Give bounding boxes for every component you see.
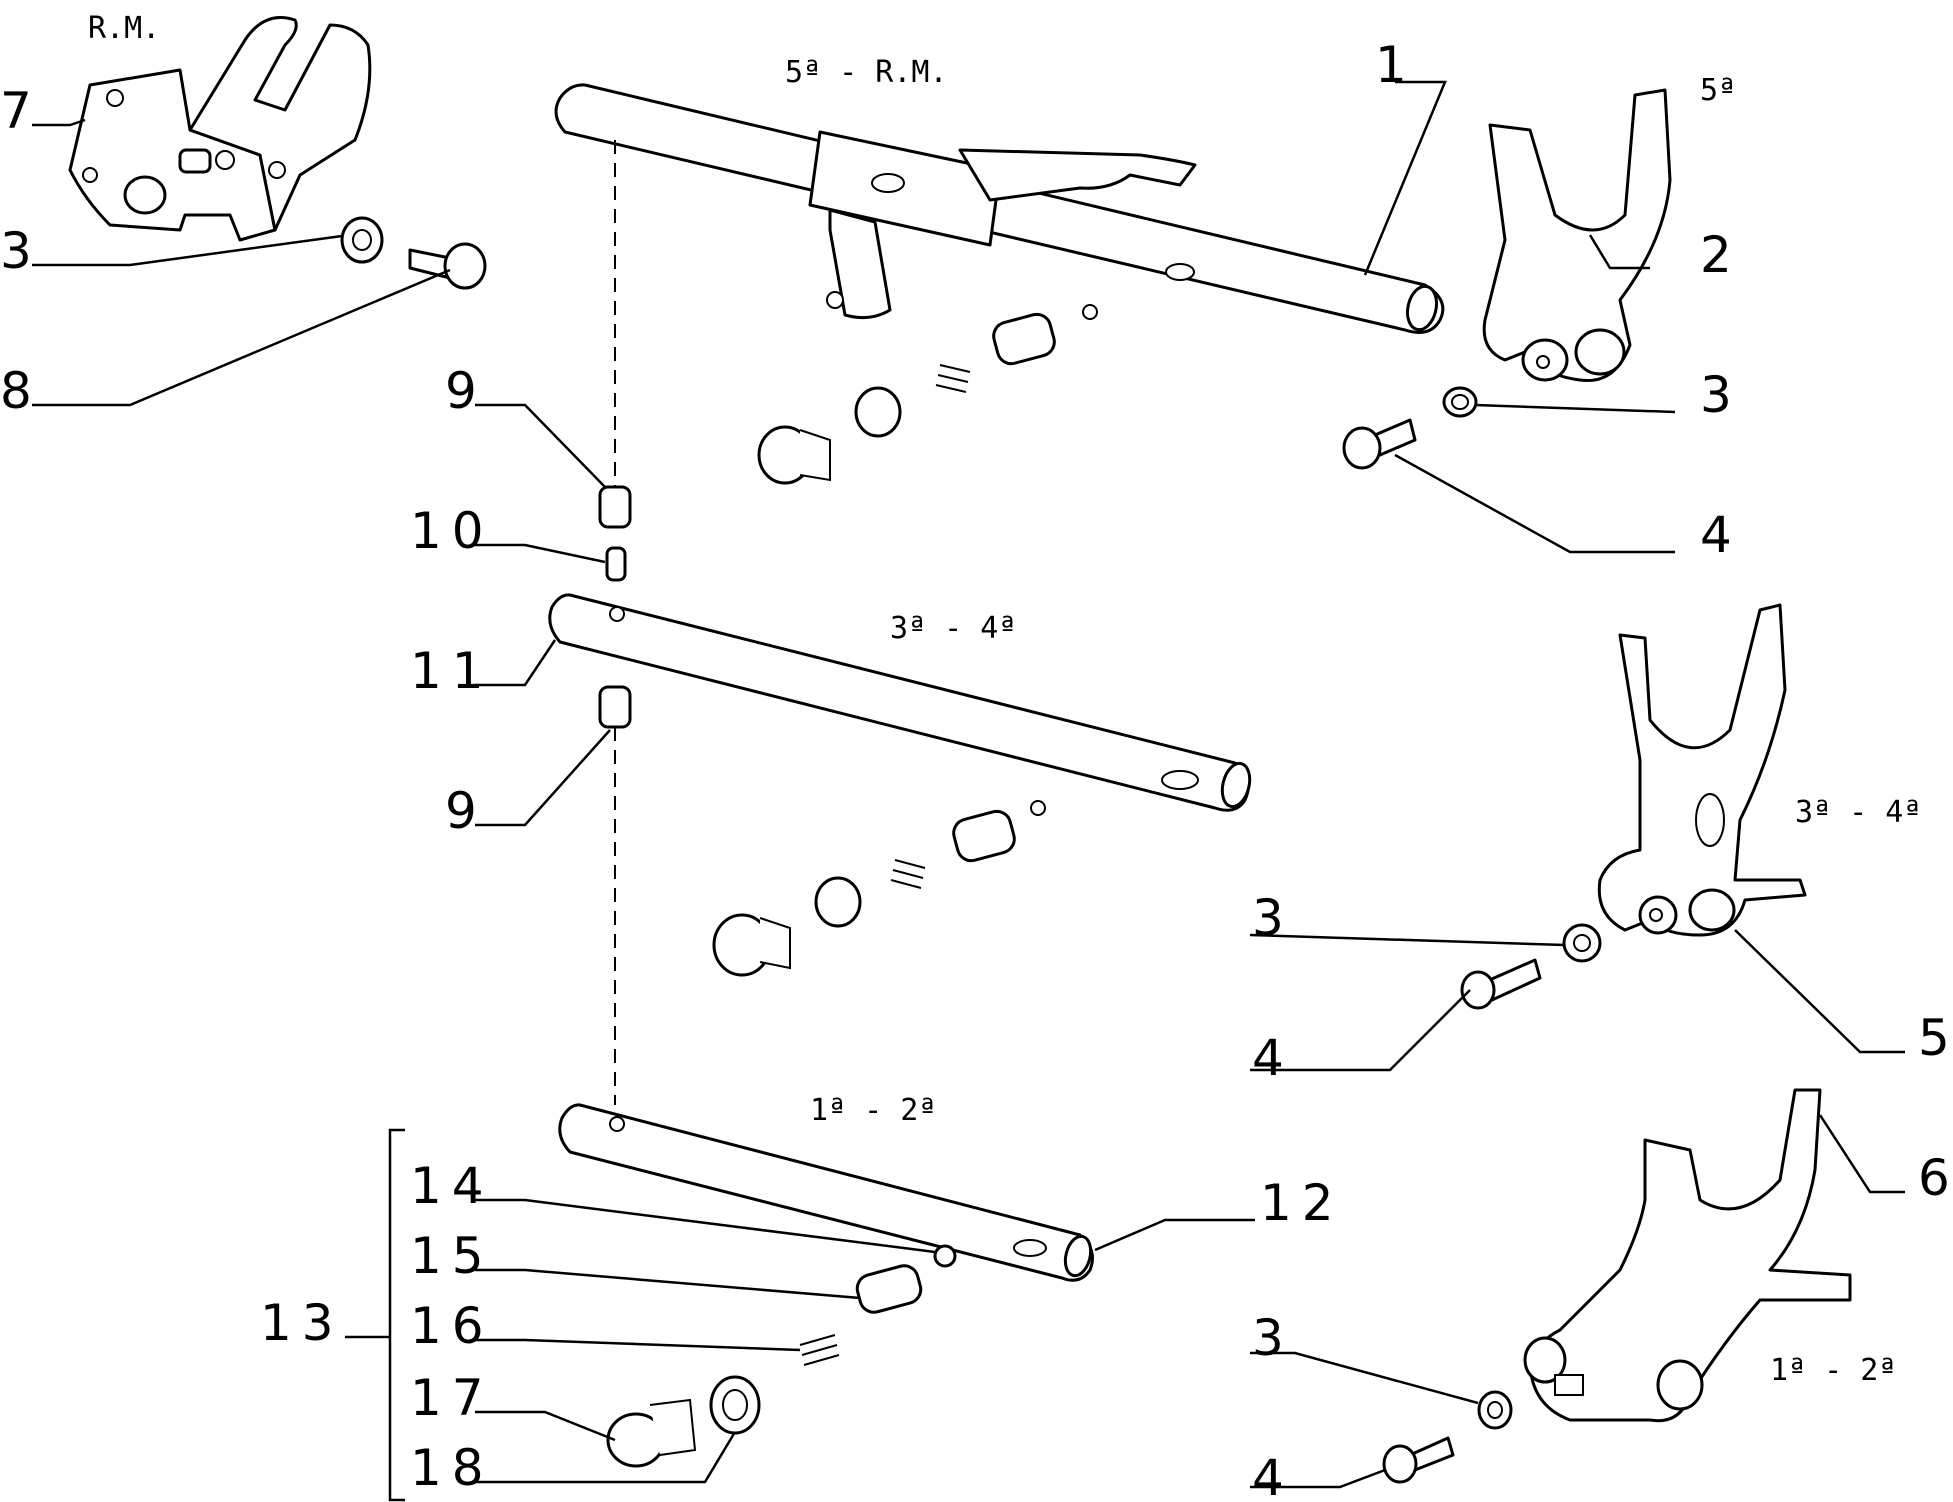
callout-13: 13 xyxy=(260,1294,344,1352)
callout-10: 10 xyxy=(410,502,494,560)
sleeve-15 xyxy=(855,1264,923,1314)
interlock-pins xyxy=(598,140,632,1105)
callout-2: 2 xyxy=(1700,226,1732,284)
callout-14: 14 xyxy=(410,1157,494,1215)
callout-3-reverse: 3 xyxy=(0,222,32,280)
group-labels: R.M. 5ª - R.M. 5ª 3ª - 4ª 3ª - 4ª 1ª - 2… xyxy=(88,11,1921,1388)
callout-4-third-fourth: 4 xyxy=(1252,1029,1284,1087)
label-first-second-rod: 1ª - 2ª xyxy=(810,1093,936,1128)
leader-lines xyxy=(32,80,1905,1502)
reverse-bracket xyxy=(68,16,372,242)
callout-4-first-second: 4 xyxy=(1252,1449,1284,1502)
callout-11: 11 xyxy=(410,642,494,700)
callout-16: 16 xyxy=(410,1297,494,1355)
callout-17: 17 xyxy=(410,1369,494,1427)
detent-set-shaft-12 xyxy=(606,1244,957,1468)
label-third-fourth-fork: 3ª - 4ª xyxy=(1795,795,1921,830)
label-fifth: 5ª xyxy=(1700,73,1736,108)
callout-18: 18 xyxy=(410,1439,494,1497)
washer-bolt-top-left xyxy=(340,216,487,290)
callout-3-third-fourth: 3 xyxy=(1252,889,1284,947)
callout-3-fifth: 3 xyxy=(1700,366,1732,424)
washer-bolt-5th-fork xyxy=(1342,386,1478,470)
detent-set-shaft-1 xyxy=(757,304,1098,485)
ball-14 xyxy=(933,1244,957,1268)
label-rm: R.M. xyxy=(88,11,160,46)
spring-16 xyxy=(799,1334,840,1366)
fork-3rd-4th xyxy=(1597,603,1807,937)
shaft-1st-2nd xyxy=(558,1103,1094,1282)
callout-9-upper: 9 xyxy=(445,362,477,420)
label-fifth-rm: 5ª - R.M. xyxy=(785,55,948,90)
fork-1st-2nd xyxy=(1523,1088,1852,1423)
callout-3-first-second: 3 xyxy=(1252,1309,1284,1367)
callout-4-fifth: 4 xyxy=(1700,506,1732,564)
callout-5: 5 xyxy=(1918,1009,1950,1067)
detent-set-shaft-11 xyxy=(712,800,1046,977)
callout-7: 7 xyxy=(0,82,32,140)
washer-bolt-3rd-4th-fork xyxy=(1460,923,1602,1010)
label-first-second-fork: 1ª - 2ª xyxy=(1770,1353,1896,1388)
callout-9-lower: 9 xyxy=(445,782,477,840)
shaft-3rd-4th xyxy=(548,593,1252,812)
callout-numbers: 1 2 3 4 3 4 5 6 3 4 7 3 8 9 10 11 9 12 1… xyxy=(0,36,1950,1502)
callout-12: 12 xyxy=(1260,1174,1344,1232)
callout-15: 15 xyxy=(410,1227,494,1285)
shaft-5th-reverse xyxy=(554,83,1445,334)
label-third-fourth-rod: 3ª - 4ª xyxy=(890,611,1016,646)
fork-5th xyxy=(1482,88,1672,383)
callout-1: 1 xyxy=(1375,36,1407,94)
callout-6: 6 xyxy=(1918,1149,1950,1207)
washer-bolt-1st-2nd-fork xyxy=(1382,1390,1513,1484)
callout-8: 8 xyxy=(0,362,32,420)
